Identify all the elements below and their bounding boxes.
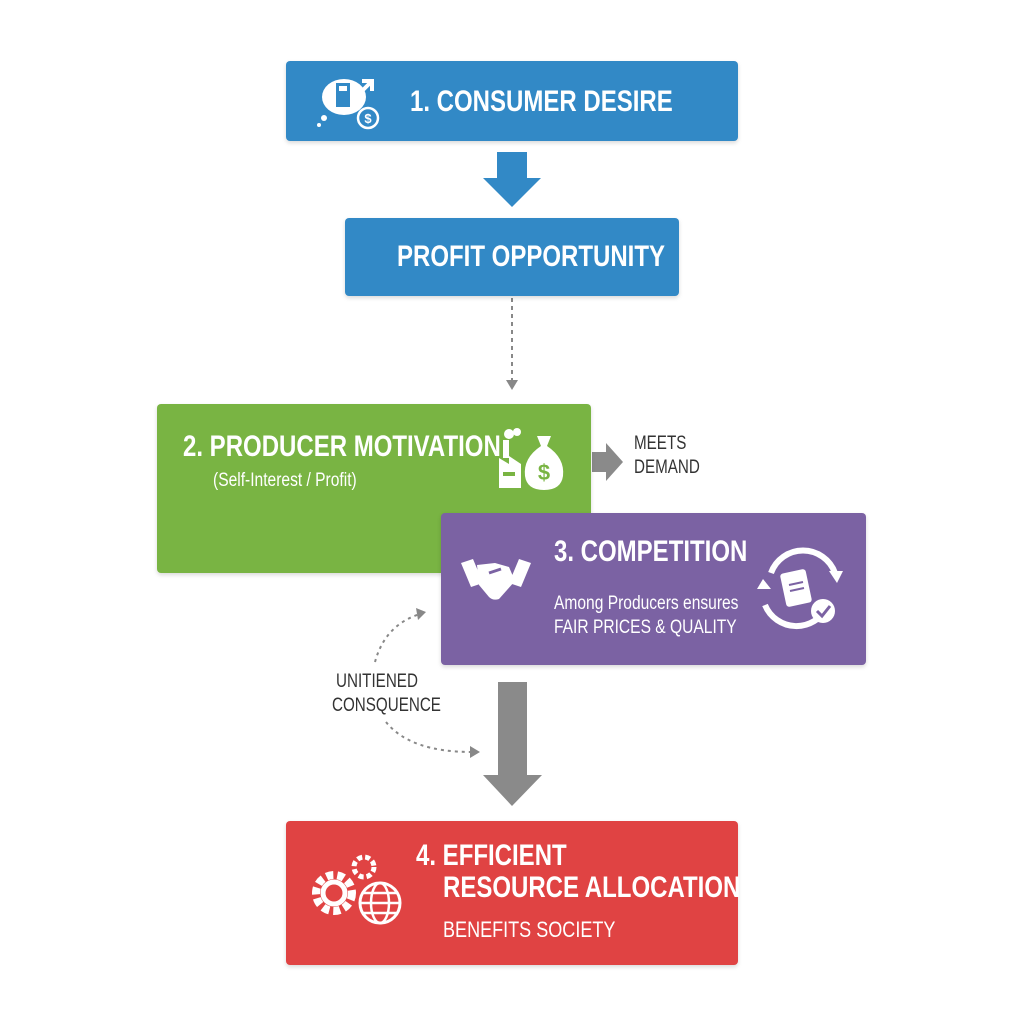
step4-efficient-resource-allocation: 4. EFFICIENT RESOURCE ALLOCATION BENEFIT… — [286, 821, 741, 965]
down-arrow-2 — [483, 682, 542, 806]
price-tag-cycle-icon — [757, 547, 843, 630]
thought-cloud-device-dollar-icon: $ — [317, 79, 380, 130]
step1-title: 1. CONSUMER DESIRE — [410, 85, 673, 118]
step3-competition: 3. COMPETITION Among Producers ensures F… — [441, 513, 866, 665]
down-arrow-1 — [483, 152, 541, 207]
step1b-profit-opportunity: PROFIT OPPORTUNITY — [345, 218, 679, 296]
svg-text:$: $ — [538, 460, 550, 485]
step4-subtitle: BENEFITS SOCIETY — [443, 917, 616, 942]
step2-title: 2. PRODUCER MOTIVATION — [183, 430, 501, 463]
step3-title: 3. COMPETITION — [554, 535, 748, 568]
step1-consumer-desire: $ 1. CONSUMER DESIRE — [286, 61, 738, 141]
step2-subtitle: (Self-Interest / Profit) — [213, 470, 357, 491]
step3-line1: Among Producers ensures — [554, 593, 739, 614]
svg-text:$: $ — [364, 111, 372, 126]
consequence-curve-up — [374, 613, 421, 663]
meets-demand-line2: DEMAND — [634, 457, 700, 478]
consequence-line1: UNITIENED — [336, 671, 418, 692]
factory-money-bag-icon: $ — [499, 428, 564, 490]
step4-title-line2: RESOURCE ALLOCATION — [443, 871, 741, 904]
step1b-title: PROFIT OPPORTUNITY — [397, 240, 666, 273]
consequence-line2: CONSQUENCE — [332, 695, 441, 716]
consequence-curve-down — [385, 721, 473, 753]
step3-line2: FAIR PRICES & QUALITY — [554, 617, 737, 638]
meets-demand-line1: MEETS — [634, 433, 687, 454]
right-arrow-meets-demand — [592, 443, 623, 481]
gears-globe-icon — [312, 854, 402, 925]
handshake-icon — [461, 559, 531, 600]
step4-title-line1: 4. EFFICIENT — [416, 839, 567, 872]
